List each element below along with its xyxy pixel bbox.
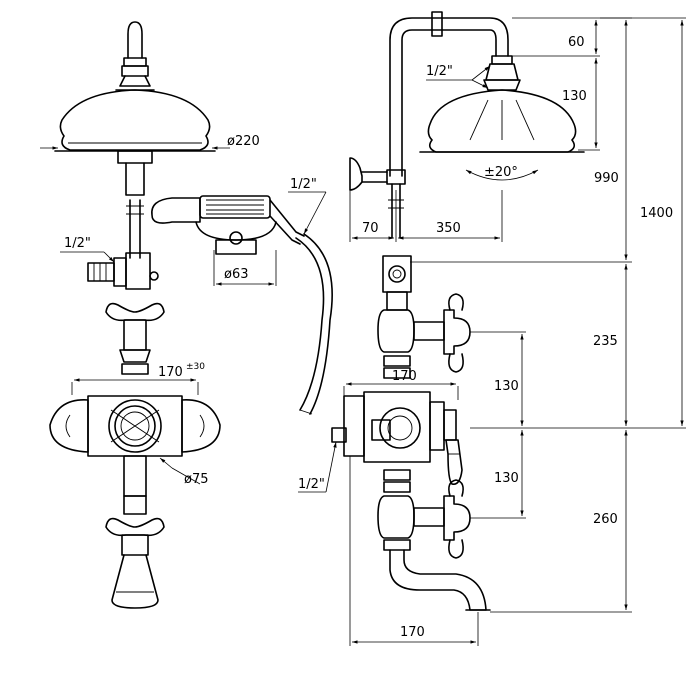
side-body [331,391,463,486]
arm-thread-dimension: 1/2" [426,64,491,89]
holder-diameter-dimension: ø63 [213,250,277,286]
wall-offset-label: 70 [362,221,379,236]
arm-offset-dimensions: 70 350 [349,190,503,242]
arm-thread-label: 1/2" [426,64,453,79]
vertical-dimensions: 60 130 990 1400 235 130 130 260 [410,17,686,613]
front-inlet: 1/2" [60,236,159,290]
side-spout [389,549,491,611]
centres-label: 170 [158,365,183,380]
outlet-thread-label: 1/2" [298,477,325,492]
escutcheon-diameter-label: ø75 [184,472,209,487]
arm-projection-label: 350 [436,221,461,236]
front-centres-dimension: 170 ±30 [71,362,205,395]
side-outlet-fitting [382,255,412,311]
side-wall-bracket [349,157,388,191]
body-width-label: 170 [392,369,417,384]
spray-angle-dimension: ±20° [465,165,539,181]
side-lower-valve [377,469,471,559]
spout-reach-dimension: 170 [349,456,479,646]
overall-height-label: 1400 [640,206,673,221]
escutcheon-diameter-dimension: ø75 [159,457,209,487]
front-view: ø220 1/2" [40,21,260,609]
side-view: ±20° 1/2" 70 350 [298,11,686,646]
head-diameter-dimension: ø220 [40,134,260,150]
front-head-arm [117,150,153,259]
spout-reach-label: 170 [400,625,425,640]
front-shower-head [54,89,216,152]
head-top-label: 60 [568,35,585,50]
head-to-outlet-label: 990 [594,171,619,186]
centre-to-bottom-label: 260 [593,512,618,527]
front-body [49,395,221,457]
front-riser-top [115,21,155,91]
lower-handle-label: 130 [494,471,519,486]
spray-angle-label: ±20° [484,165,518,180]
head-height-label: 130 [562,89,587,104]
side-riser [386,11,509,239]
upper-handle-label: 130 [494,379,519,394]
side-upper-valve [377,293,471,379]
handshower: ø63 1/2" [151,177,333,415]
body-width-dimension: 170 [343,369,459,400]
side-shower-head [419,55,585,153]
inlet-thread-label: 1/2" [64,236,91,251]
outlet-to-centre-label: 235 [593,334,618,349]
head-diameter-label: ø220 [227,134,260,149]
outlet-thread-dimension: 1/2" [298,441,337,493]
holder-diameter-label: ø63 [224,267,249,282]
centres-tolerance-label: ±30 [186,362,205,372]
front-lower-handle [105,455,165,609]
hose-thread-dimension: 1/2" [288,177,327,235]
front-upper-handle [105,302,165,375]
hose-thread-label: 1/2" [290,177,317,192]
